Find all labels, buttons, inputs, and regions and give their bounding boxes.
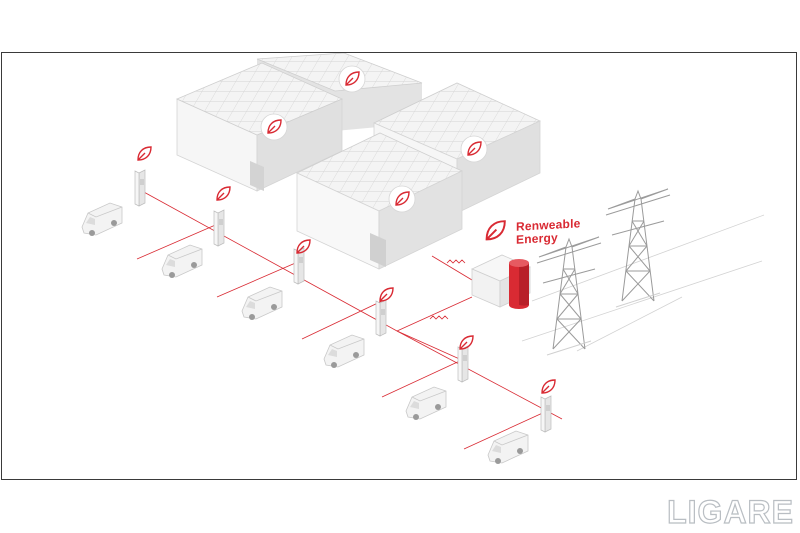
charging-station	[161, 186, 231, 279]
watermark-logo: LIGARE	[667, 493, 794, 530]
ev-charger	[457, 345, 469, 383]
leaf-icon	[388, 185, 416, 213]
ev-charger	[134, 169, 146, 207]
leaf-icon	[379, 287, 394, 302]
ev-charger	[213, 209, 225, 247]
ev-charger	[375, 299, 387, 337]
grid-lines	[521, 214, 765, 352]
electric-van	[161, 244, 203, 279]
renewable-energy-label: Renweable Energy	[516, 216, 581, 246]
diagram-frame: Renweable Energy	[1, 52, 797, 480]
leaf-icon	[260, 113, 288, 141]
electric-van	[405, 386, 447, 421]
charging-station	[323, 287, 394, 369]
leaf-icon	[137, 146, 152, 161]
building-left	[176, 62, 343, 192]
ev-charger	[540, 395, 552, 433]
leaf-icon	[296, 239, 311, 254]
leaf-icon	[338, 65, 366, 93]
power-tower	[605, 188, 671, 308]
charging-station	[241, 239, 311, 321]
leaf-icon	[216, 186, 231, 201]
electric-van	[81, 202, 123, 237]
energy-diagram	[81, 53, 765, 465]
transformer-coils	[429, 259, 466, 320]
battery-storage	[509, 259, 529, 309]
electric-van	[487, 430, 529, 465]
energy-leaf-icon	[485, 220, 506, 241]
leaf-icon	[460, 135, 488, 163]
leaf-icon	[541, 379, 556, 394]
connection-lines	[136, 190, 563, 450]
charging-station	[405, 335, 474, 421]
electric-van	[241, 286, 283, 321]
charging-station	[487, 379, 556, 465]
electric-van	[323, 334, 365, 369]
charging-station	[81, 146, 152, 237]
leaf-icon	[459, 335, 474, 350]
building-front	[296, 132, 463, 270]
